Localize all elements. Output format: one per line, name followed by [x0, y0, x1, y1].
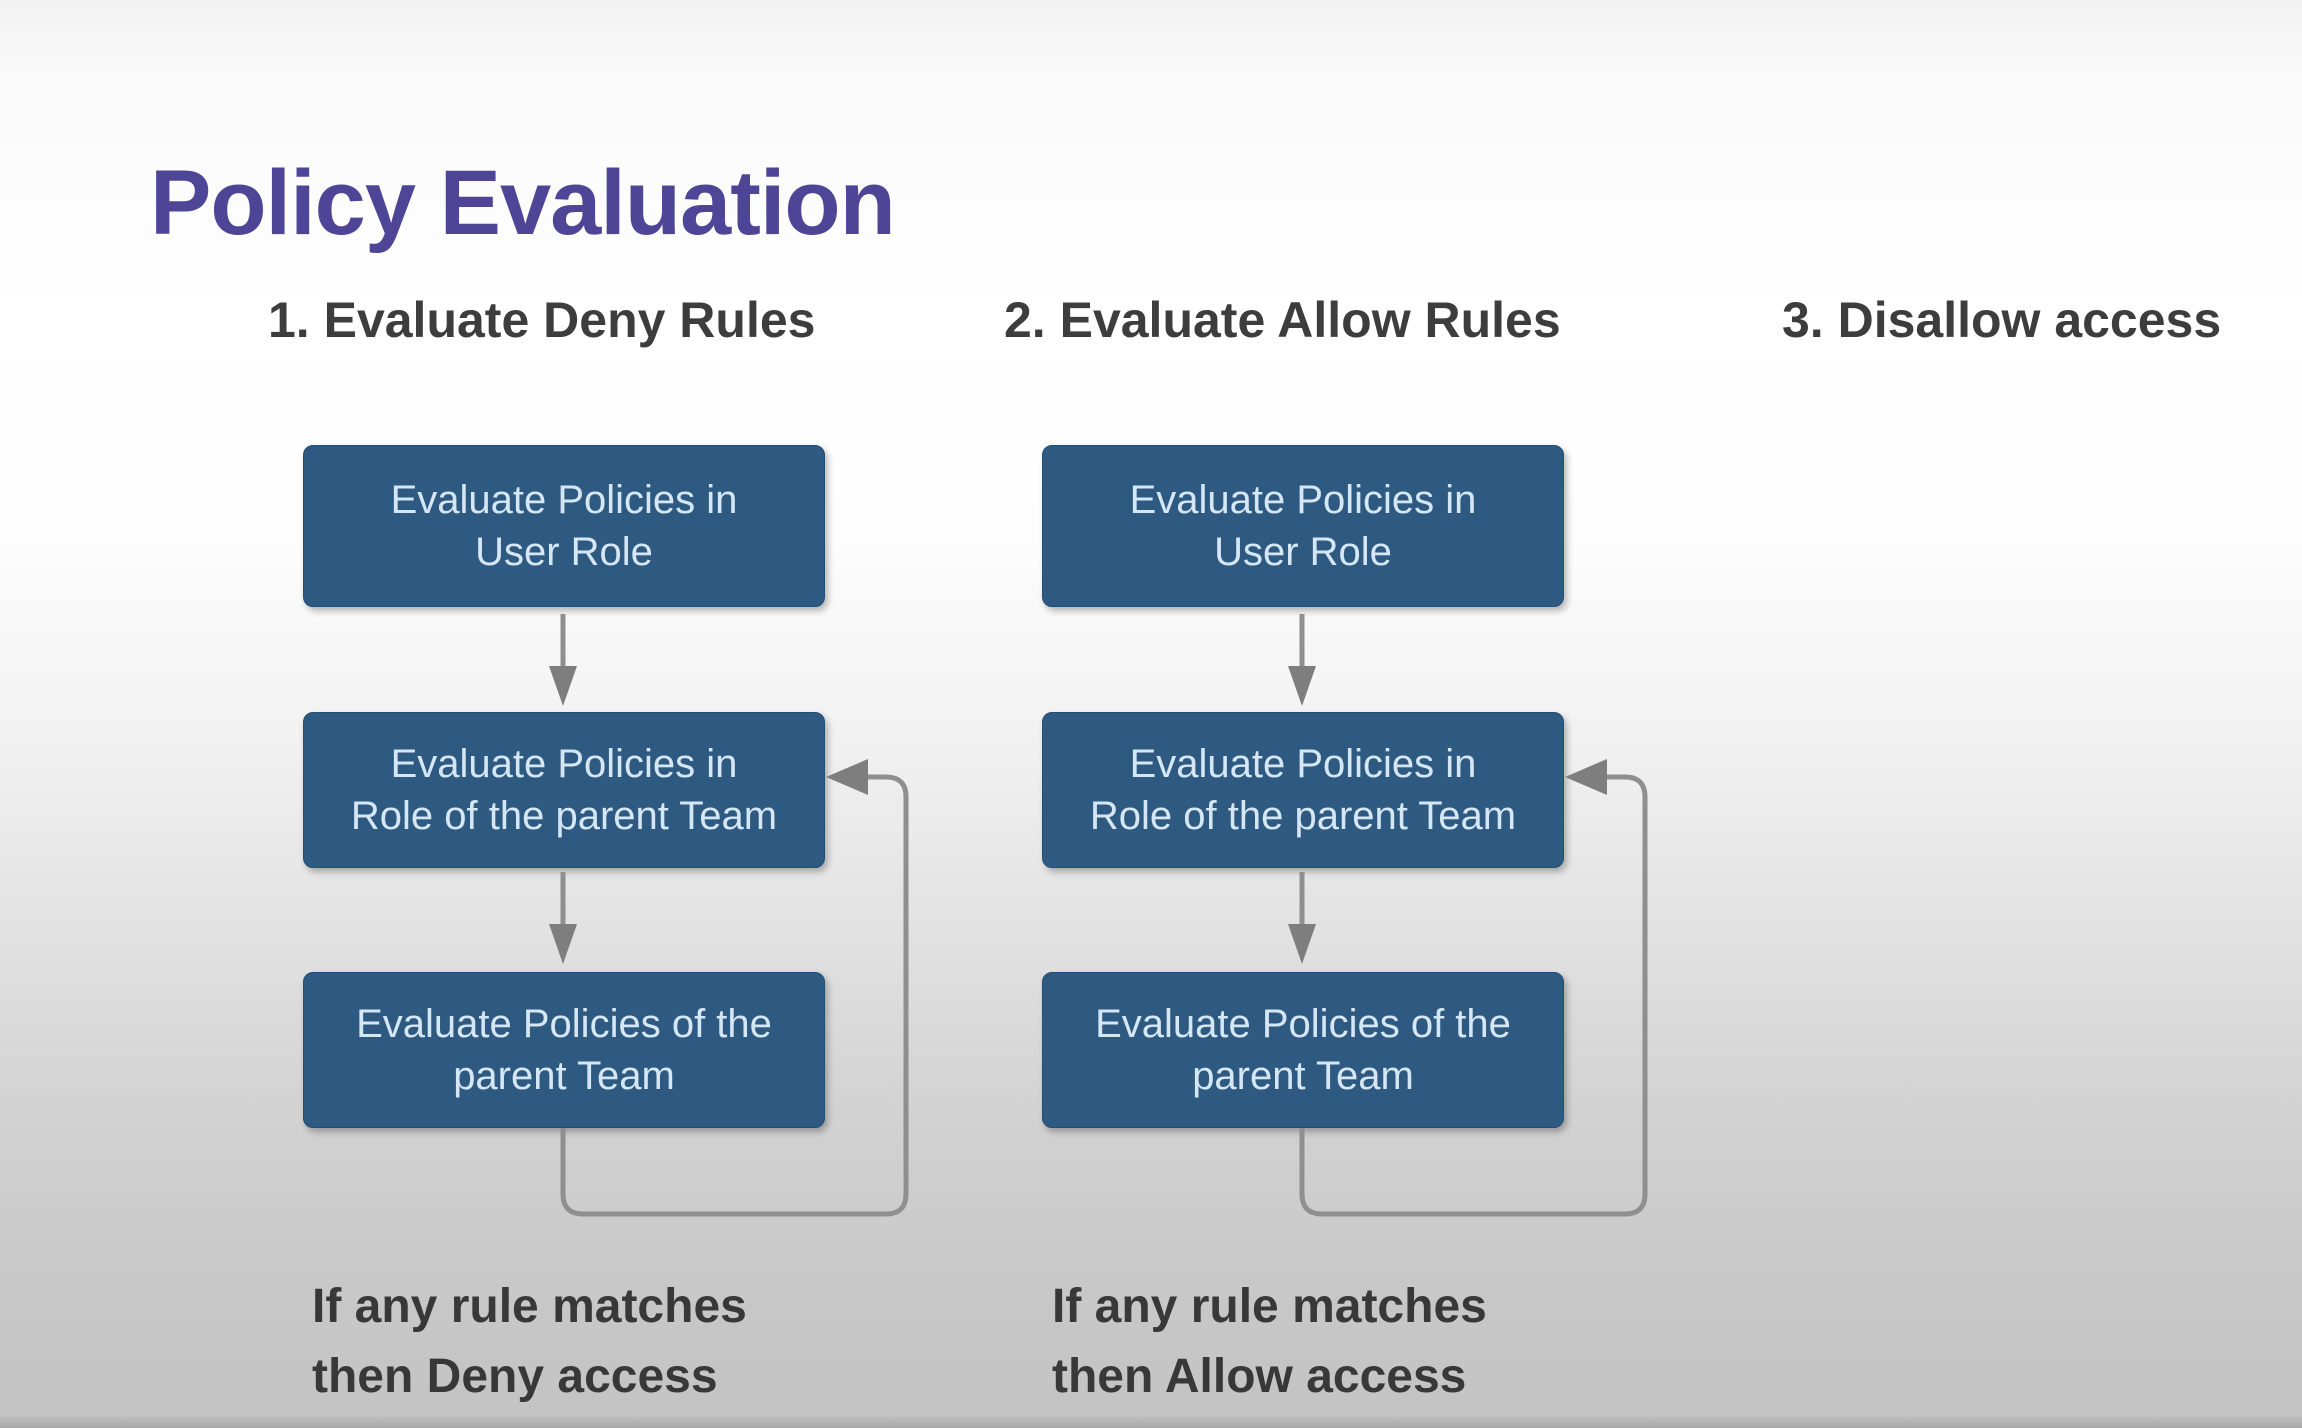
flow-box-text: parent Team — [453, 1054, 675, 1098]
flow-box-text: Evaluate Policies of the — [1095, 1002, 1511, 1046]
step-heading-deny-rules: 1. Evaluate Deny Rules — [268, 292, 816, 348]
allow-caption: If any rule matches then Allow access — [1052, 1272, 1487, 1412]
deny-caption-line: then Deny access — [312, 1350, 718, 1403]
step-heading-allow-rules: 2. Evaluate Allow Rules — [1004, 292, 1561, 348]
flow-box-text: Evaluate Policies in — [1129, 742, 1477, 786]
flow-box-allow-parent-team-role: Evaluate Policies in Role of the parent … — [1042, 712, 1564, 868]
flow-box-text: parent Team — [1192, 1054, 1414, 1098]
allow-caption-line: If any rule matches — [1052, 1280, 1487, 1333]
deny-caption-line: If any rule matches — [312, 1280, 747, 1333]
flow-box-deny-parent-team: Evaluate Policies of the parent Team — [303, 972, 825, 1128]
slide-title: Policy Evaluation — [150, 152, 896, 254]
flow-box-text: Role of the parent Team — [350, 794, 778, 838]
flow-box-text: Evaluate Policies in — [390, 742, 738, 786]
down-arrow-icon — [1288, 614, 1316, 706]
step-heading-disallow-access: 3. Disallow access — [1782, 292, 2222, 348]
flow-box-text: User Role — [475, 530, 653, 574]
flow-box-allow-user-role: Evaluate Policies in User Role — [1042, 445, 1564, 607]
flow-box-text: Evaluate Policies in — [1129, 478, 1477, 522]
flow-box-deny-parent-team-role: Evaluate Policies in Role of the parent … — [303, 712, 825, 868]
flow-box-text: Evaluate Policies in — [390, 478, 738, 522]
flow-box-allow-parent-team: Evaluate Policies of the parent Team — [1042, 972, 1564, 1128]
down-arrow-icon — [549, 614, 577, 706]
flow-box-text: User Role — [1214, 530, 1392, 574]
flow-box-text: Evaluate Policies of the — [356, 1002, 772, 1046]
down-arrow-icon — [549, 872, 577, 964]
flow-box-text: Role of the parent Team — [1089, 794, 1517, 838]
allow-caption-line: then Allow access — [1052, 1350, 1467, 1403]
deny-caption: If any rule matches then Deny access — [312, 1272, 747, 1412]
down-arrow-icon — [1288, 872, 1316, 964]
flow-box-deny-user-role: Evaluate Policies in User Role — [303, 445, 825, 607]
